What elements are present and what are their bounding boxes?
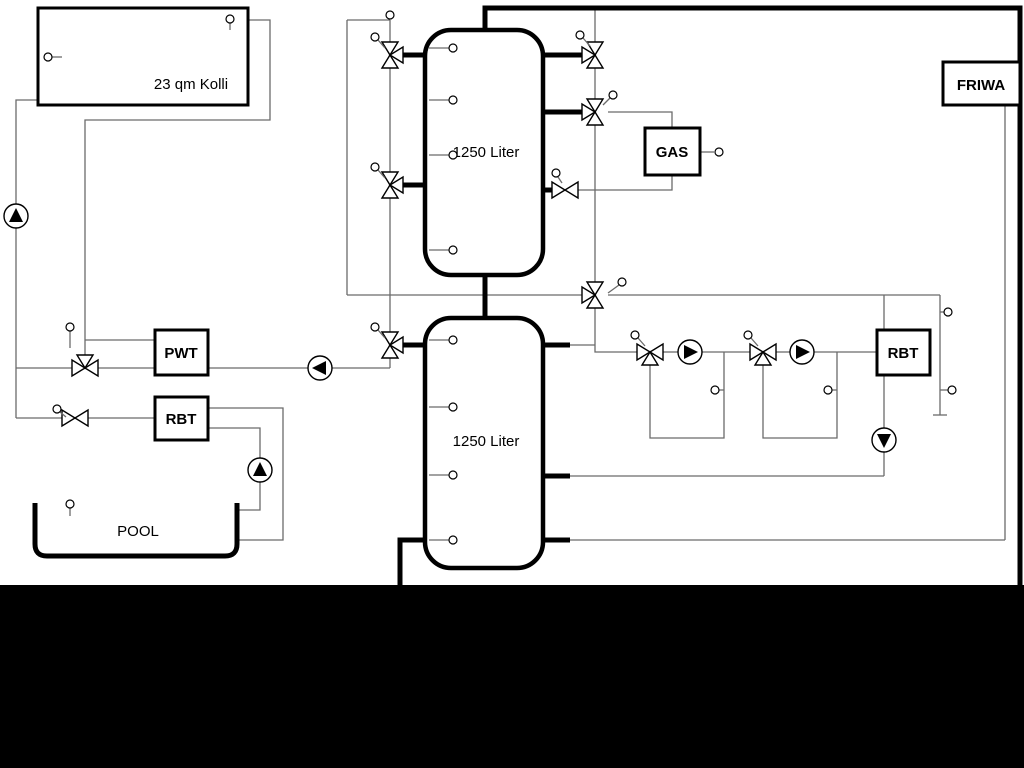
bottom-black-band <box>0 585 1024 768</box>
friwa-label: FRIWA <box>957 77 1005 94</box>
rbt-return-pump-icon <box>871 427 897 453</box>
thick-piping <box>397 5 1023 585</box>
collector-label: 23 qm Kolli <box>154 76 228 93</box>
pool-label: POOL <box>117 523 159 540</box>
collector-sensor-icon <box>43 52 53 62</box>
tank2-sensor-icon <box>448 335 458 345</box>
gas-sensor-icon <box>714 147 724 157</box>
actuator-icon <box>630 330 640 340</box>
actuator-icon <box>608 90 618 100</box>
tank1-sensor-icon <box>448 150 458 160</box>
pwt-heat-exchanger: PWT <box>153 328 210 377</box>
circuit1-pump-icon <box>677 339 703 365</box>
solar-pump-icon <box>3 203 29 229</box>
tank1-sensor-icon <box>448 245 458 255</box>
tank1-label: 1250 Liter <box>453 144 520 161</box>
gas-label: GAS <box>656 144 689 161</box>
tank2-label: 1250 Liter <box>453 433 520 450</box>
tank2-sensor-icon <box>448 470 458 480</box>
actuator-icon <box>551 168 561 178</box>
actuator-icon <box>52 404 62 414</box>
pool: POOL <box>32 499 240 559</box>
actuator-icon <box>370 162 380 172</box>
thin-piping <box>15 8 1006 541</box>
actuator-icon <box>617 277 627 287</box>
tank1-sensor-icon <box>448 43 458 53</box>
pwt-charge-pump-icon <box>307 355 333 381</box>
actuator-icon <box>743 330 753 340</box>
rbt-sensor-icon <box>947 385 957 395</box>
solar-collector: 23 qm Kolli <box>36 6 250 107</box>
actuator-icon <box>370 322 380 332</box>
actuator-icon <box>65 322 75 332</box>
rbt-right: RBT <box>875 328 932 377</box>
circuit2-pump-icon <box>789 339 815 365</box>
manifold-sensor-icon <box>385 10 395 20</box>
rbt-right-label: RBT <box>888 345 919 362</box>
collector-sensor-icon <box>225 14 235 24</box>
pool-pump-icon <box>247 457 273 483</box>
circuit2-sensor-icon <box>823 385 833 395</box>
tank-sensors <box>429 43 458 545</box>
tank1-sensor-icon <box>448 95 458 105</box>
line-sensors <box>385 10 957 395</box>
friwa-station: FRIWA <box>941 60 1022 107</box>
buffer-tank-1: 1250 Liter <box>422 27 546 278</box>
tank2-sensor-icon <box>448 535 458 545</box>
rbt-left-label: RBT <box>166 411 197 428</box>
rbt-left: RBT <box>153 395 210 442</box>
actuator-icon <box>370 32 380 42</box>
rbt-sensor-icon <box>943 307 953 317</box>
pool-sensor-icon <box>65 499 75 509</box>
valve-actuators <box>52 30 759 418</box>
pwt-label: PWT <box>164 345 197 362</box>
buffer-tank-2: 1250 Liter <box>422 315 546 571</box>
gas-boiler: GAS <box>643 126 702 177</box>
circuit1-sensor-icon <box>710 385 720 395</box>
tank2-sensor-icon <box>448 402 458 412</box>
actuator-icon <box>575 30 585 40</box>
